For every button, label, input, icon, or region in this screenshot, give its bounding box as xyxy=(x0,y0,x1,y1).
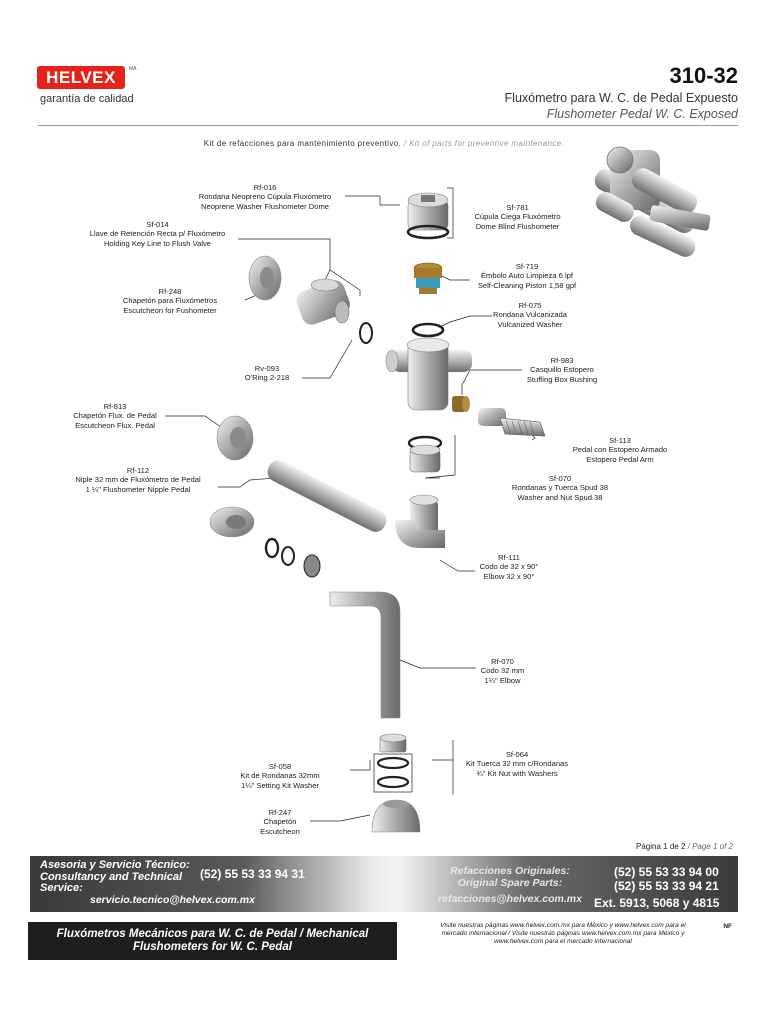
page-indicator-es: Página 1 de 2 xyxy=(636,842,686,851)
vulcanized-washer xyxy=(411,322,445,338)
holding-key-line xyxy=(296,278,350,325)
footer-code: NF xyxy=(723,923,732,930)
kit-description: Kit de refacciones para mantenimiento pr… xyxy=(0,139,768,148)
page-indicator: Página 1 de 2 / Page 1 of 2 xyxy=(636,842,733,851)
spare-parts-email[interactable]: refacciones@helvex.com.mx xyxy=(438,893,582,905)
kit-description-es: Kit de refacciones para mantenimiento pr… xyxy=(203,139,402,148)
pedal-arm xyxy=(478,408,546,437)
o-ring xyxy=(359,322,373,344)
nipple-pipe xyxy=(267,460,387,532)
service-title: Asesoria y Servicio Técnico: Consultancy… xyxy=(40,859,190,894)
elbow-90 xyxy=(395,494,445,548)
service-email[interactable]: servicio.tecnico@helvex.com.mx xyxy=(90,894,255,906)
title-spanish: Fluxómetro para W. C. de Pedal Expuesto xyxy=(504,91,738,105)
spud-nut-washers xyxy=(407,435,443,473)
leader-lines xyxy=(165,187,536,822)
dome-cup xyxy=(406,192,450,240)
stuffing-box-bushing xyxy=(452,396,470,412)
spare-parts-title: Refacciones Originales: Original Spare P… xyxy=(450,865,570,889)
footer-visit-text: Visite nuestras páginas www.helvex.com.m… xyxy=(440,922,686,945)
parts-phone-1[interactable]: (52) 55 53 33 94 00 xyxy=(614,865,719,879)
elbow-long-pipe xyxy=(329,591,401,719)
page-indicator-en: / Page 1 of 2 xyxy=(687,842,733,851)
footer-category-line-1: Fluxómetros Mecánicos para W. C. de Peda… xyxy=(56,928,369,940)
piston xyxy=(413,262,443,294)
service-band xyxy=(30,856,738,912)
header-divider xyxy=(38,125,738,126)
footer-category-line-2: Flushometers for W. C. Pedal xyxy=(133,941,292,953)
footer-category-box: Fluxómetros Mecánicos para W. C. de Peda… xyxy=(28,922,397,960)
helvex-logo: HELVEX xyxy=(37,66,125,89)
escutcheon-rf247 xyxy=(371,799,421,833)
title-english: Flushometer Pedal W. C. Exposed xyxy=(546,107,738,121)
kit-nut-washers xyxy=(373,733,413,793)
model-number: 310-32 xyxy=(669,63,738,88)
escutcheon-rf248 xyxy=(248,255,282,301)
parts-phone-2[interactable]: (52) 55 53 33 94 21 xyxy=(614,879,719,893)
brand-mark: MA xyxy=(129,66,137,72)
kit-description-en: / Kit of parts for preventive maintenanc… xyxy=(403,139,565,148)
tagline: garantía de calidad xyxy=(40,93,134,105)
parts-extensions: Ext. 5913, 5068 y 4815 xyxy=(594,896,720,910)
valve-body xyxy=(385,337,472,411)
escutcheon-large xyxy=(209,506,255,538)
escutcheon-rf813 xyxy=(216,415,254,461)
service-phone[interactable]: (52) 55 53 33 94 31 xyxy=(200,867,305,881)
washer-set-left xyxy=(264,537,321,578)
assembled-flushometer xyxy=(594,146,711,257)
